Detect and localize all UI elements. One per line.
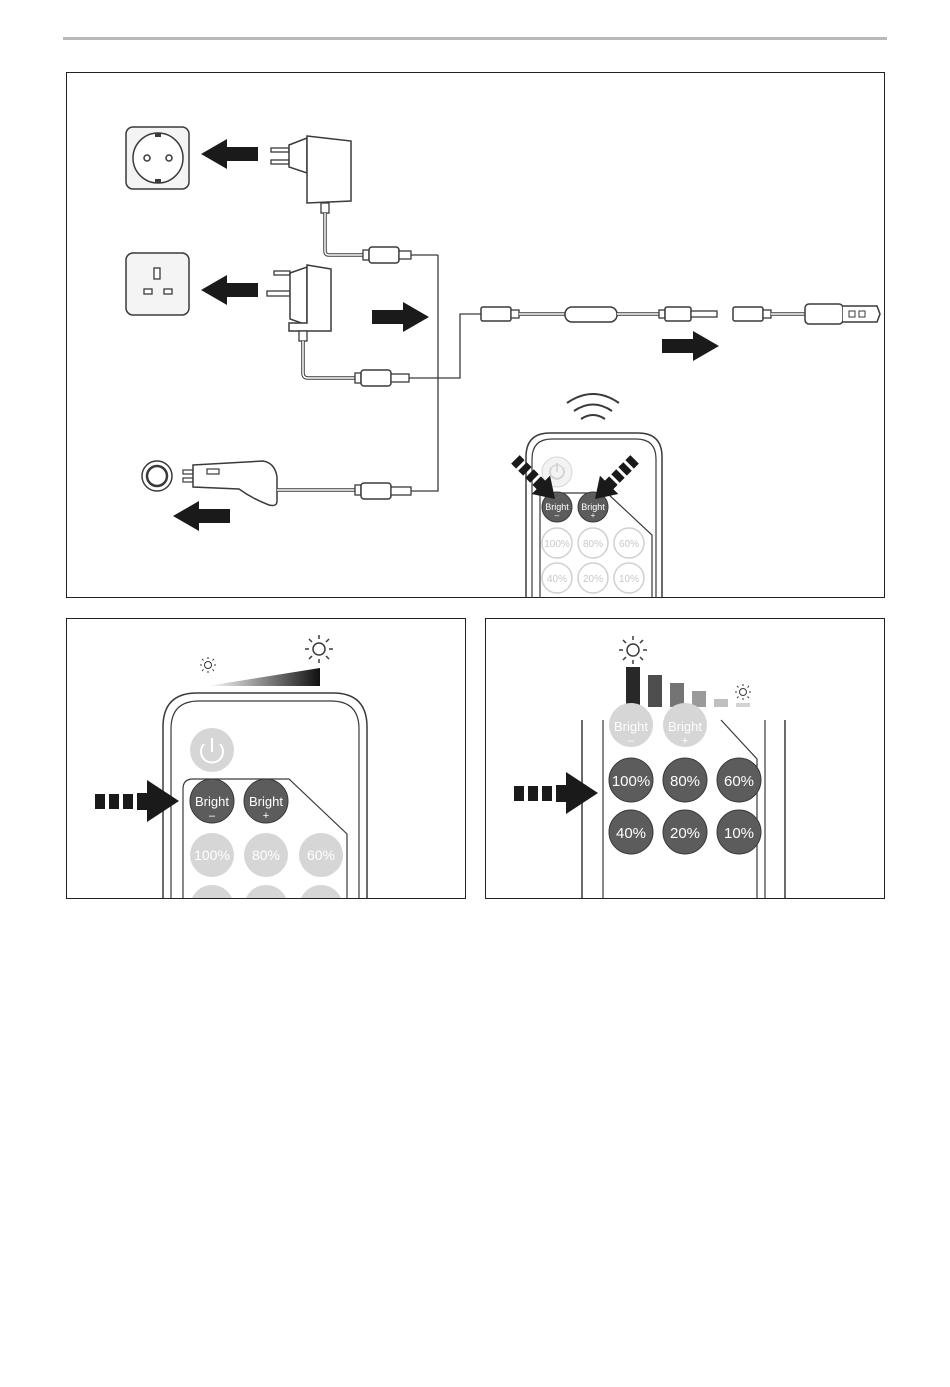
btn-bright-plus-sign-right: + [682, 735, 688, 747]
dimming-diagram: Bright – Bright + 100% 80% 60% [67, 619, 466, 899]
signal-waves-icon [567, 394, 619, 419]
preset-20-top: 20% [583, 574, 603, 585]
preset-40-top: 40% [547, 574, 567, 585]
btn-bright-plus-label-right: Bright [668, 719, 702, 734]
car-charger-icon [183, 461, 277, 506]
brightness-ramp [207, 668, 320, 686]
preset-100-left: 100% [194, 847, 230, 863]
preset-panel: Bright – Bright + 100% 80% 60% 40% 20% 1… [485, 618, 885, 899]
controller-inline-icon [481, 307, 717, 322]
btn-bright-minus-sign-right: – [628, 735, 635, 747]
sun-large-icon [619, 636, 647, 664]
arrow-right-icon [372, 302, 429, 332]
press-arrow-icon [514, 772, 598, 814]
arrow-left-icon [173, 501, 230, 531]
car-socket-icon [142, 461, 172, 491]
led-strip-icon [733, 304, 880, 324]
dc-plug-icon [355, 483, 411, 499]
arrow-left-icon [201, 275, 258, 305]
preset-80-button: 80% [670, 773, 700, 790]
preset-20-button: 20% [670, 825, 700, 842]
preset-100-button: 100% [612, 773, 650, 790]
connection-diagram-panel: Bright – Bright + 100% 80% 60% 40% 20% 1… [66, 72, 885, 598]
preset-40-button: 40% [616, 825, 646, 842]
preset-60-left: 60% [307, 847, 335, 863]
btn-bright-minus-sign-top: – [555, 511, 560, 520]
preset-10-top: 10% [619, 574, 639, 585]
dc-plug-icon [363, 247, 411, 263]
btn-bright-minus-label: Bright [195, 794, 229, 809]
header-rule [63, 37, 887, 40]
sun-small-icon [735, 684, 751, 700]
preset-80-top: 80% [583, 539, 603, 550]
btn-bright-plus-sign-top: + [591, 511, 596, 520]
btn-bright-minus-label-right: Bright [614, 719, 648, 734]
dimming-panel: Bright – Bright + 100% 80% 60% [66, 618, 466, 899]
arrow-left-icon [201, 139, 258, 169]
dc-plug-icon [355, 370, 409, 386]
preset-80-left: 80% [252, 847, 280, 863]
eu-adapter-icon [271, 136, 351, 213]
btn-bright-plus-label: Bright [249, 794, 283, 809]
eu-socket-icon [126, 127, 189, 189]
sun-small-icon [200, 657, 216, 673]
btn-bright-minus-sign: – [209, 810, 216, 822]
sun-large-icon [305, 635, 333, 663]
preset-60-button: 60% [724, 773, 754, 790]
preset-diagram: Bright – Bright + 100% 80% 60% 40% 20% 1… [486, 619, 885, 899]
btn-bright-plus-sign: + [263, 810, 269, 822]
preset-10-button: 10% [724, 825, 754, 842]
connection-diagram: Bright – Bright + 100% 80% 60% 40% 20% 1… [67, 73, 885, 598]
preset-100-top: 100% [544, 539, 570, 550]
uk-adapter-icon [267, 265, 331, 341]
preset-60-top: 60% [619, 539, 639, 550]
uk-socket-icon [126, 253, 189, 315]
arrow-right-icon [662, 331, 719, 361]
